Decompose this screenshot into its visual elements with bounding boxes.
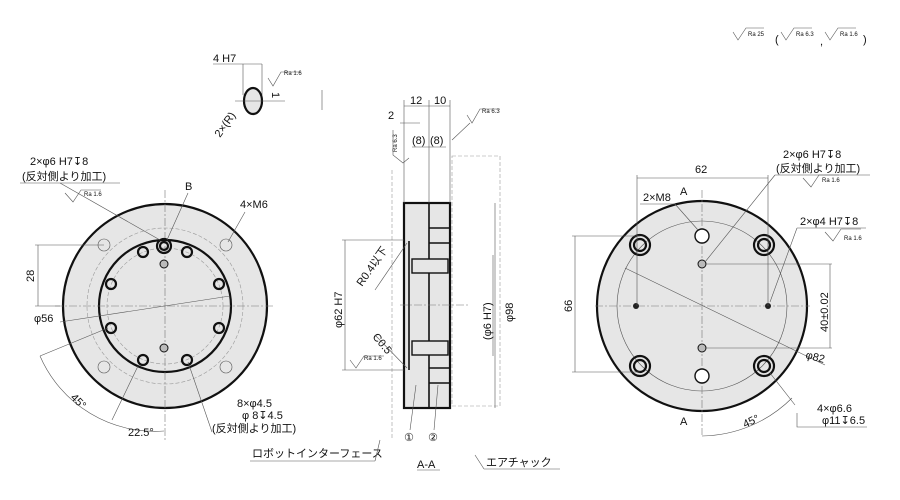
- dim-phi56: φ56: [34, 313, 53, 325]
- ra-top: Ra 6.3: [482, 109, 500, 115]
- cbore-callout-2: φ11↧6.5: [822, 415, 865, 427]
- dim-28: 28: [25, 270, 37, 282]
- angle-45: 45°: [68, 392, 88, 412]
- slot-radius: 2×(R): [213, 110, 239, 140]
- angle-45-right: 45°: [741, 413, 761, 431]
- part-1-label: ①: [404, 432, 414, 444]
- ra-side: Ra 6.3: [393, 134, 399, 152]
- roughness-b: Ra 1.6: [840, 32, 858, 38]
- section-view: 12 10 2 (8) (8) Ra 6.3 Ra 6.3 φ62 H7 R0.…: [250, 95, 560, 471]
- air-chuck-label: エアチャック: [486, 456, 552, 469]
- m6-holes: [97, 238, 233, 374]
- right-view: 62 2×φ6 H7↧8 (反対側より加工) Ra 1.6 A A 2×M8 2…: [563, 149, 870, 437]
- robot-interface-label: ロボットインターフェース: [252, 447, 383, 460]
- ra-bottom: Ra 1.6: [364, 356, 382, 362]
- dim-8a: (8): [412, 135, 425, 147]
- dim-phi82: φ82: [804, 349, 826, 366]
- roughness-a: Ra 6.3: [796, 32, 814, 38]
- m6-callout: 4×M6: [240, 199, 268, 211]
- label-b: B: [185, 181, 192, 193]
- part-2-label: ②: [428, 432, 438, 444]
- roughness-symbol-icon: [824, 228, 861, 242]
- r04-label: R0.4以下: [355, 245, 391, 289]
- slot-ra: Ra 1.6: [284, 71, 302, 77]
- cbore-callout-1: 4×φ6.6: [817, 403, 852, 415]
- roughness-symbol-icon: [466, 108, 500, 124]
- holes-callout-2: φ 8↧4.5: [242, 410, 283, 422]
- dim-10: 10: [434, 95, 446, 107]
- legend-close: ): [863, 34, 867, 46]
- dim-phi6: (φ6 H7): [482, 302, 494, 340]
- section-mark-a-top: A: [680, 186, 688, 198]
- slot-width: 4 H7: [213, 53, 236, 65]
- section-mark-a-bottom: A: [680, 416, 688, 428]
- phi4-callout: 2×φ4 H7↧8: [800, 216, 858, 228]
- dim-62: 62: [695, 164, 707, 176]
- pin-hole-callout-right: 2×φ6 H7↧8: [783, 149, 841, 161]
- holes-callout-1: 8×φ4.5: [237, 398, 272, 410]
- legend-open: (: [775, 34, 779, 46]
- left-view: 28 φ56 2×φ6 H7↧8 (反対側より加工) Ra 1.6 B 4×M6…: [20, 156, 296, 440]
- counterbored-holes: [104, 245, 226, 367]
- pin-hole-note-right: (反対側より加工): [776, 161, 860, 175]
- pin-ra-right: Ra 1.6: [822, 178, 840, 184]
- dim-phi98: φ98: [504, 303, 516, 322]
- m8-callout: 2×M8: [643, 192, 671, 204]
- dim-12: 12: [410, 95, 422, 107]
- dim-8b: (8): [430, 135, 443, 147]
- dim-40: 40±0.02: [819, 292, 831, 332]
- roughness-main: Ra 25: [748, 32, 765, 38]
- roughness-symbol-icon: [824, 27, 856, 41]
- roughness-symbol-icon: [64, 189, 101, 203]
- pin-hole-callout: 2×φ6 H7↧8: [30, 156, 88, 168]
- pin-ra: Ra 1.6: [84, 192, 102, 198]
- slot-detail: 4 H7 Ra 1.6 2×(R) 1: [213, 53, 323, 140]
- pin-hole-note: (反対側より加工): [22, 169, 106, 183]
- roughness-symbol-icon: [349, 355, 384, 369]
- phi4-ra: Ra 1.6: [844, 236, 862, 242]
- roughness-legend: Ra 25 ( Ra 6.3 , Ra 1.6 ): [732, 27, 867, 48]
- dim-phi62: φ62 H7: [333, 292, 345, 329]
- legend-comma: ,: [820, 36, 823, 48]
- dim-66: 66: [563, 300, 575, 312]
- c05-label: C0.5: [370, 331, 394, 357]
- section-label: A-A: [417, 459, 436, 471]
- angle-22-5: 22.5°: [128, 427, 154, 439]
- roughness-symbol-icon: [802, 174, 839, 188]
- slot-depth: 1: [269, 92, 281, 98]
- holes-callout-3: (反対側より加工): [212, 421, 296, 435]
- dim-2: 2: [388, 110, 394, 122]
- roughness-symbol-icon: [732, 27, 764, 41]
- roughness-symbol-icon: [267, 71, 301, 87]
- roughness-symbol-icon: [780, 27, 812, 41]
